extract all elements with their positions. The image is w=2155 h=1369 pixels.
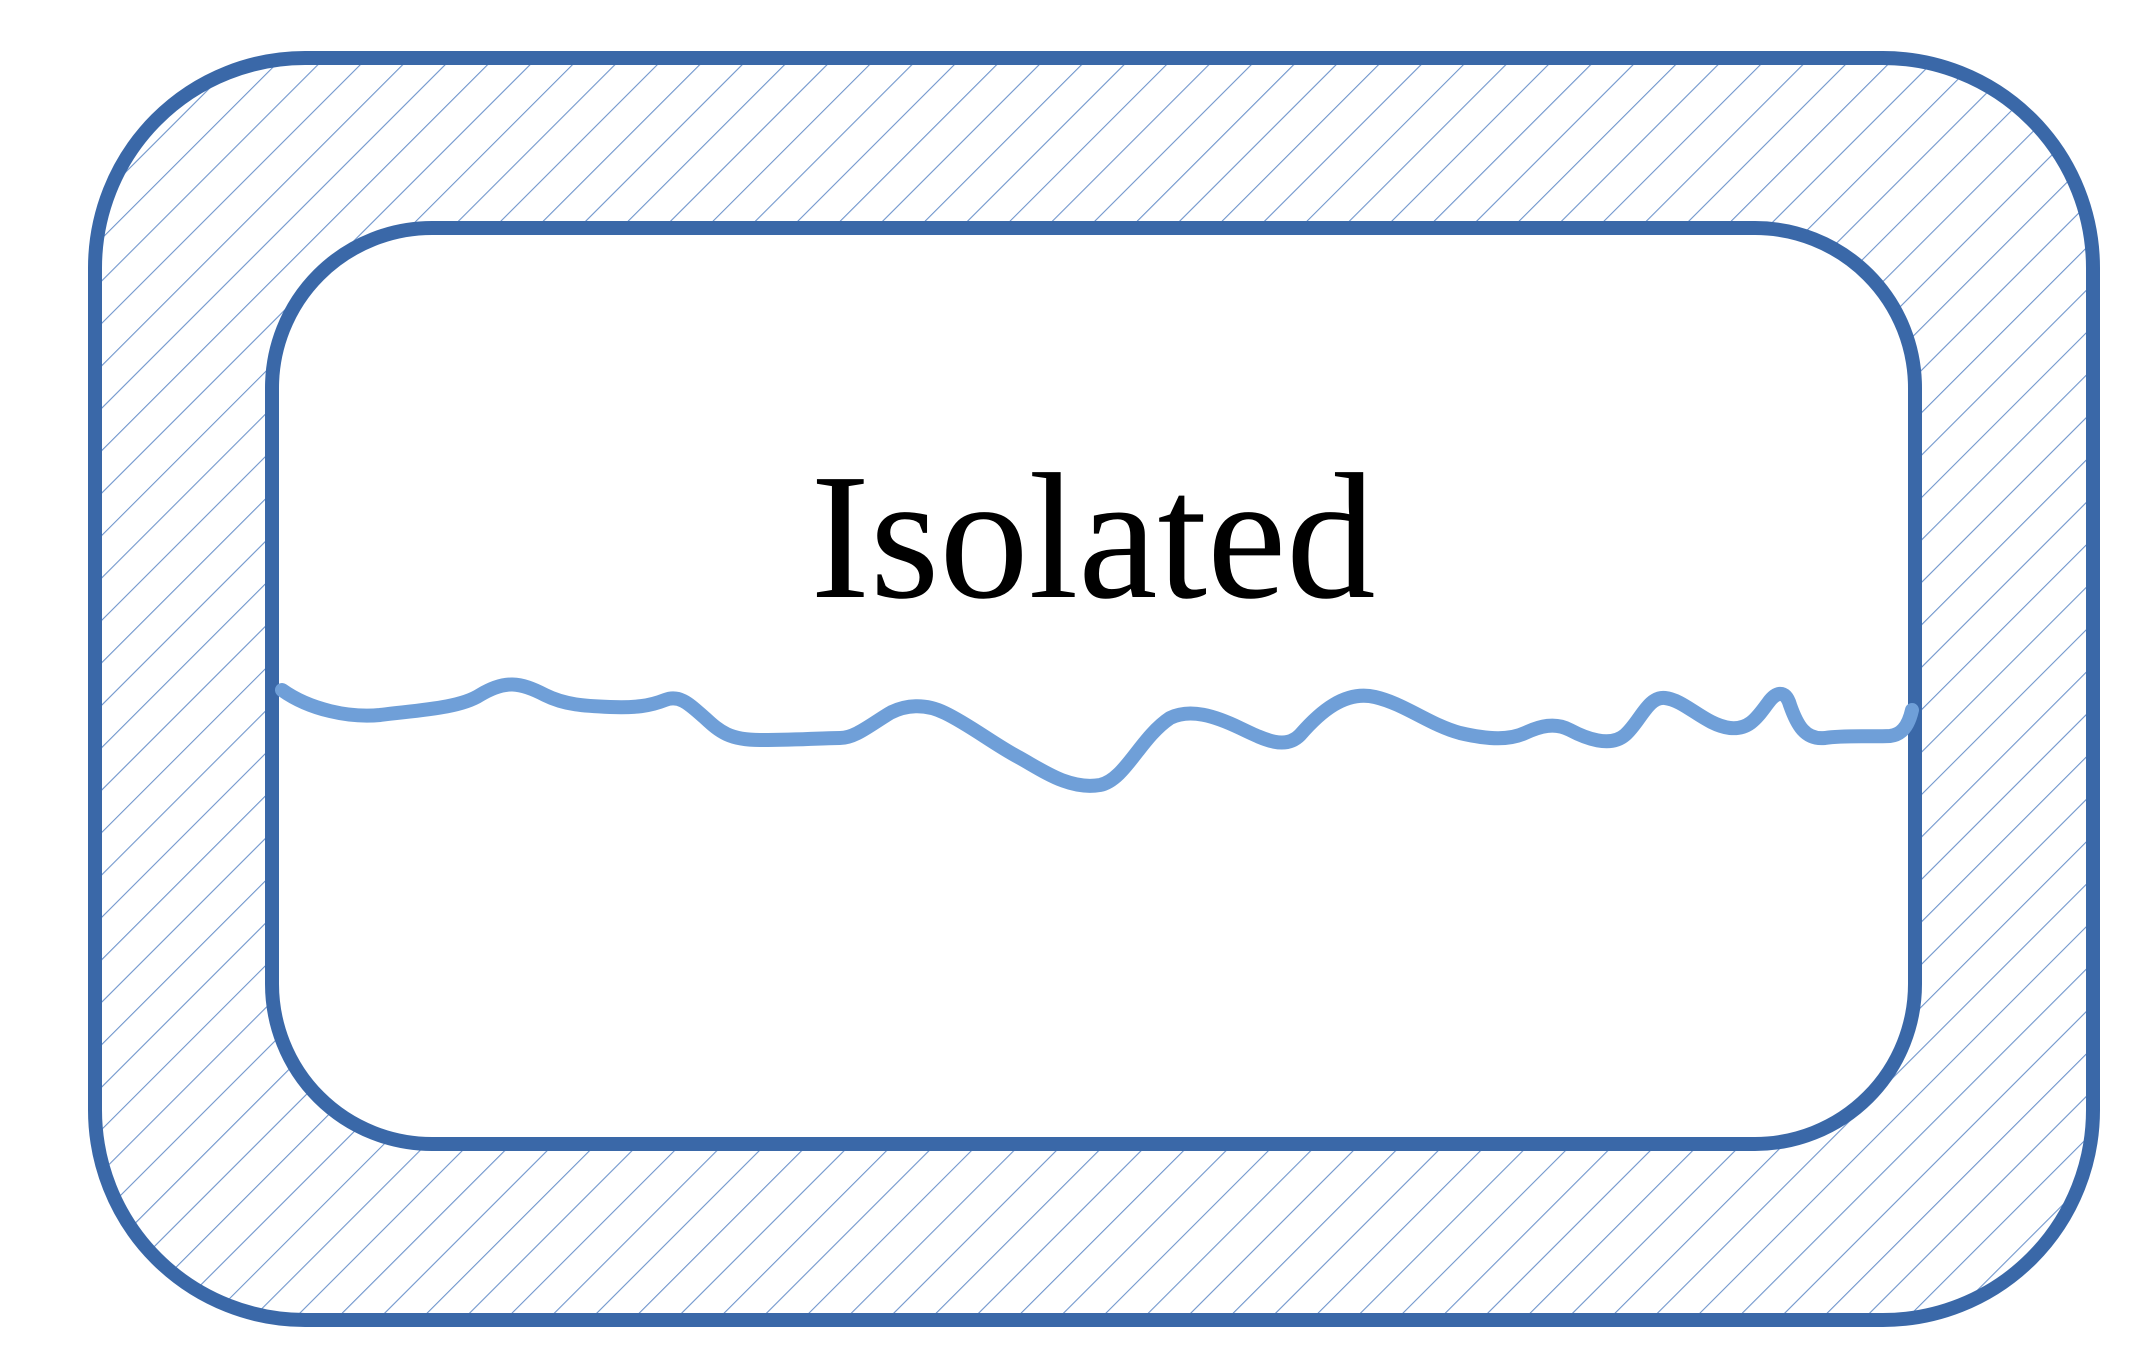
wavy-divider-line [275,677,1919,793]
inner-system-region [272,228,1915,1144]
inner-boundary-border [265,221,1922,1151]
isolated-label: Isolated [811,437,1376,636]
outer-boundary-border [88,51,2100,1327]
